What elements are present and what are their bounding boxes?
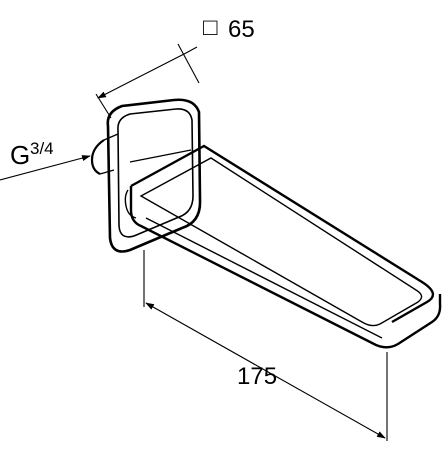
width-dimension: □ 65 (95, 14, 255, 119)
length-dimension: 175 (143, 250, 388, 441)
rosette-face (129, 149, 192, 163)
rosette-outer (106, 98, 202, 253)
thread-dimension: G 3/4 (0, 139, 91, 181)
square-symbol: □ (203, 14, 218, 41)
thread-base-label: G (10, 140, 30, 170)
spout-wall-mount (90, 98, 202, 253)
spout-end-cap (124, 189, 137, 219)
spout-front-face (129, 186, 442, 349)
spout-body (124, 144, 442, 349)
width-leader-line (185, 46, 198, 54)
width-value: 65 (228, 16, 255, 43)
length-value: 175 (237, 363, 277, 390)
length-dimension-line (145, 302, 386, 439)
thread-fraction-label: 3/4 (30, 139, 54, 158)
thread-stub (90, 139, 105, 175)
rosette-inner (117, 108, 194, 238)
width-dimension-line (97, 52, 187, 99)
spout-inner-edge (139, 157, 423, 327)
thread-stub-inner (99, 133, 119, 175)
thread-leader-line (0, 155, 91, 181)
spout-top-face (130, 144, 435, 324)
width-extension-line-right (177, 43, 200, 84)
